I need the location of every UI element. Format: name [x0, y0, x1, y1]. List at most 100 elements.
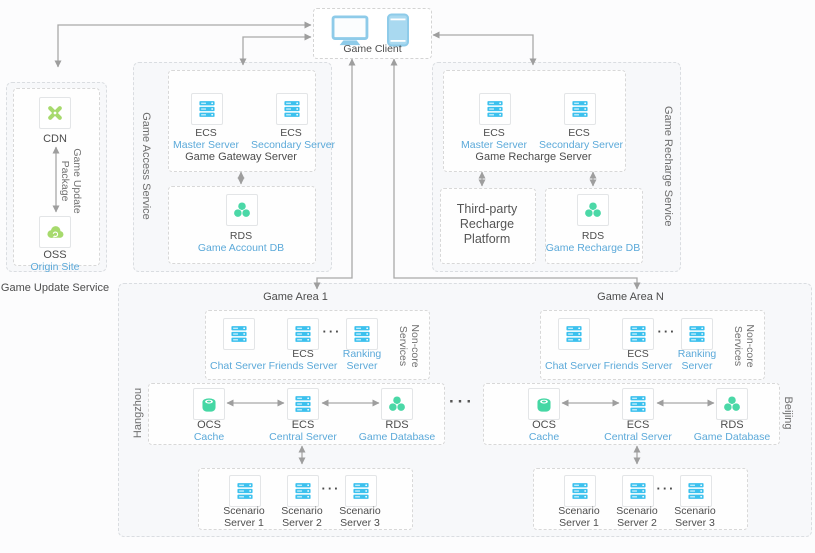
- cdn-label: CDN: [43, 133, 67, 145]
- friends-server-label: ECS: [292, 348, 314, 360]
- rds-icon: [721, 393, 743, 415]
- scenario-server-3-node: [345, 475, 377, 507]
- friends-server-node: [622, 318, 654, 350]
- rds-gamedb-sublabel: Game Database: [358, 431, 436, 443]
- ecs-master-label: ECS: [195, 127, 217, 139]
- rds-gamedb-label: RDS: [385, 419, 409, 431]
- ecs-master-sublabel: Master Server: [173, 139, 239, 151]
- scenario-ellipsis: ···: [321, 481, 341, 496]
- game-recharge-service-label: Game Recharge Service: [662, 106, 674, 227]
- ecs-recharge-master-sublabel: Master Server: [461, 139, 527, 151]
- rds-recharge-sublabel: Game Recharge DB: [545, 242, 641, 254]
- rds-gamedb-label: RDS: [720, 419, 744, 431]
- game-area-n: Game Area N ··· Chat Server ECS Friends …: [483, 283, 794, 535]
- friends-server-sublabel: Friends Server: [268, 360, 338, 372]
- ecs-central-node: [287, 388, 319, 420]
- game-update-service-label: Game Update Service: [0, 282, 110, 294]
- ecs-icon: [281, 98, 303, 120]
- rds-gamedb-node: [716, 388, 748, 420]
- rds-gamedb-sublabel: Game Database: [693, 431, 771, 443]
- ecs-icon: [292, 323, 314, 345]
- chat-server-label: Chat Server: [544, 360, 602, 372]
- ecs-icon: [627, 480, 649, 502]
- ecs-icon: [569, 98, 591, 120]
- noncore-services-panel: ··· Chat Server ECS Friends Server Ranki…: [205, 310, 430, 380]
- chat-server-node: [223, 318, 255, 350]
- region-label-hangzhou: Hangzhou: [132, 387, 144, 439]
- ocs-sublabel: Cache: [528, 431, 560, 443]
- ocs-icon: [533, 393, 555, 415]
- game-client-box: Game Client: [313, 8, 432, 59]
- scenario-server-3-label: Scenario Server 3: [674, 505, 716, 529]
- ecs-central-sublabel: Central Server: [604, 431, 672, 443]
- game-area-title: Game Area 1: [263, 291, 328, 303]
- rds-recharge-label: RDS: [581, 230, 605, 242]
- game-update-package-label: Game Update Package: [59, 148, 83, 214]
- ecs-central-sublabel: Central Server: [269, 431, 337, 443]
- ecs-secondary-label: ECS: [280, 127, 302, 139]
- areas-ellipsis: ···: [449, 392, 475, 411]
- ecs-icon: [563, 323, 585, 345]
- game-access-service-label: Game Access Service: [140, 112, 152, 220]
- game-area-title: Game Area N: [597, 291, 664, 303]
- noncore-services-label: Non-core Services: [732, 324, 756, 368]
- ecs-icon: [196, 98, 218, 120]
- rds-icon: [386, 393, 408, 415]
- scenario-server-1-node: [564, 475, 596, 507]
- game-client-label: Game Client: [343, 43, 402, 55]
- ocs-icon: [198, 393, 220, 415]
- ranking-server-label: Ranking: [677, 348, 717, 360]
- game-recharge-server-label: Game Recharge Server: [475, 151, 592, 163]
- ecs-icon: [292, 480, 314, 502]
- scenario-ellipsis: ···: [656, 481, 676, 496]
- rds-icon: [582, 199, 604, 221]
- third-party-platform-label: Third-party Recharge Platform: [456, 202, 518, 246]
- noncore-services-label: Non-core Services: [397, 324, 421, 368]
- game-area-1: Game Area 1 ··· Chat Server ECS Friends …: [132, 283, 445, 535]
- ocs-cache-node: [528, 388, 560, 420]
- cdn-node: [39, 97, 71, 129]
- scenario-server-1-node: [229, 475, 261, 507]
- oss-icon: [44, 221, 66, 243]
- rds-recharge-node: [577, 194, 609, 226]
- ecs-icon: [350, 480, 372, 502]
- smartphone-icon: [386, 13, 410, 47]
- ecs-icon: [627, 393, 649, 415]
- oss-sublabel: Origin Site: [30, 261, 80, 273]
- ecs-master-node: [191, 93, 223, 125]
- friends-server-label: ECS: [627, 348, 649, 360]
- ecs-icon: [351, 323, 373, 345]
- region-label-beijing: Beijing: [782, 396, 794, 430]
- scenario-server-1-label: Scenario Server 1: [223, 505, 265, 529]
- rds-account-label: RDS: [229, 230, 253, 242]
- ecs-central-label: ECS: [291, 419, 315, 431]
- scenario-server-3-label: Scenario Server 3: [339, 505, 381, 529]
- scenario-server-1-label: Scenario Server 1: [558, 505, 600, 529]
- chat-server-label: Chat Server: [209, 360, 267, 372]
- noncore-ellipsis: ···: [322, 324, 342, 339]
- rds-account-sublabel: Game Account DB: [197, 242, 285, 254]
- rds-gamedb-node: [381, 388, 413, 420]
- ocs-cache-node: [193, 388, 225, 420]
- ecs-icon: [685, 480, 707, 502]
- ecs-icon: [292, 393, 314, 415]
- ecs-recharge-secondary-node: [564, 93, 596, 125]
- ecs-secondary-sublabel: Secondary Server: [251, 139, 336, 151]
- ecs-icon: [228, 323, 250, 345]
- cdn-icon: [44, 102, 66, 124]
- rds-icon: [231, 199, 253, 221]
- ranking-server-label: Ranking: [342, 348, 382, 360]
- oss-label: OSS: [43, 249, 67, 261]
- oss-node: [39, 216, 71, 248]
- ecs-recharge-master-label: ECS: [483, 127, 505, 139]
- friends-server-sublabel: Friends Server: [603, 360, 673, 372]
- ecs-recharge-secondary-sublabel: Secondary Server: [539, 139, 624, 151]
- scenario-server-3-node: [680, 475, 712, 507]
- ocs-label: OCS: [197, 419, 221, 431]
- ecs-icon: [686, 323, 708, 345]
- game-gateway-server-label: Game Gateway Server: [185, 151, 297, 163]
- scenario-server-2-node: [287, 475, 319, 507]
- friends-server-node: [287, 318, 319, 350]
- ecs-icon: [627, 323, 649, 345]
